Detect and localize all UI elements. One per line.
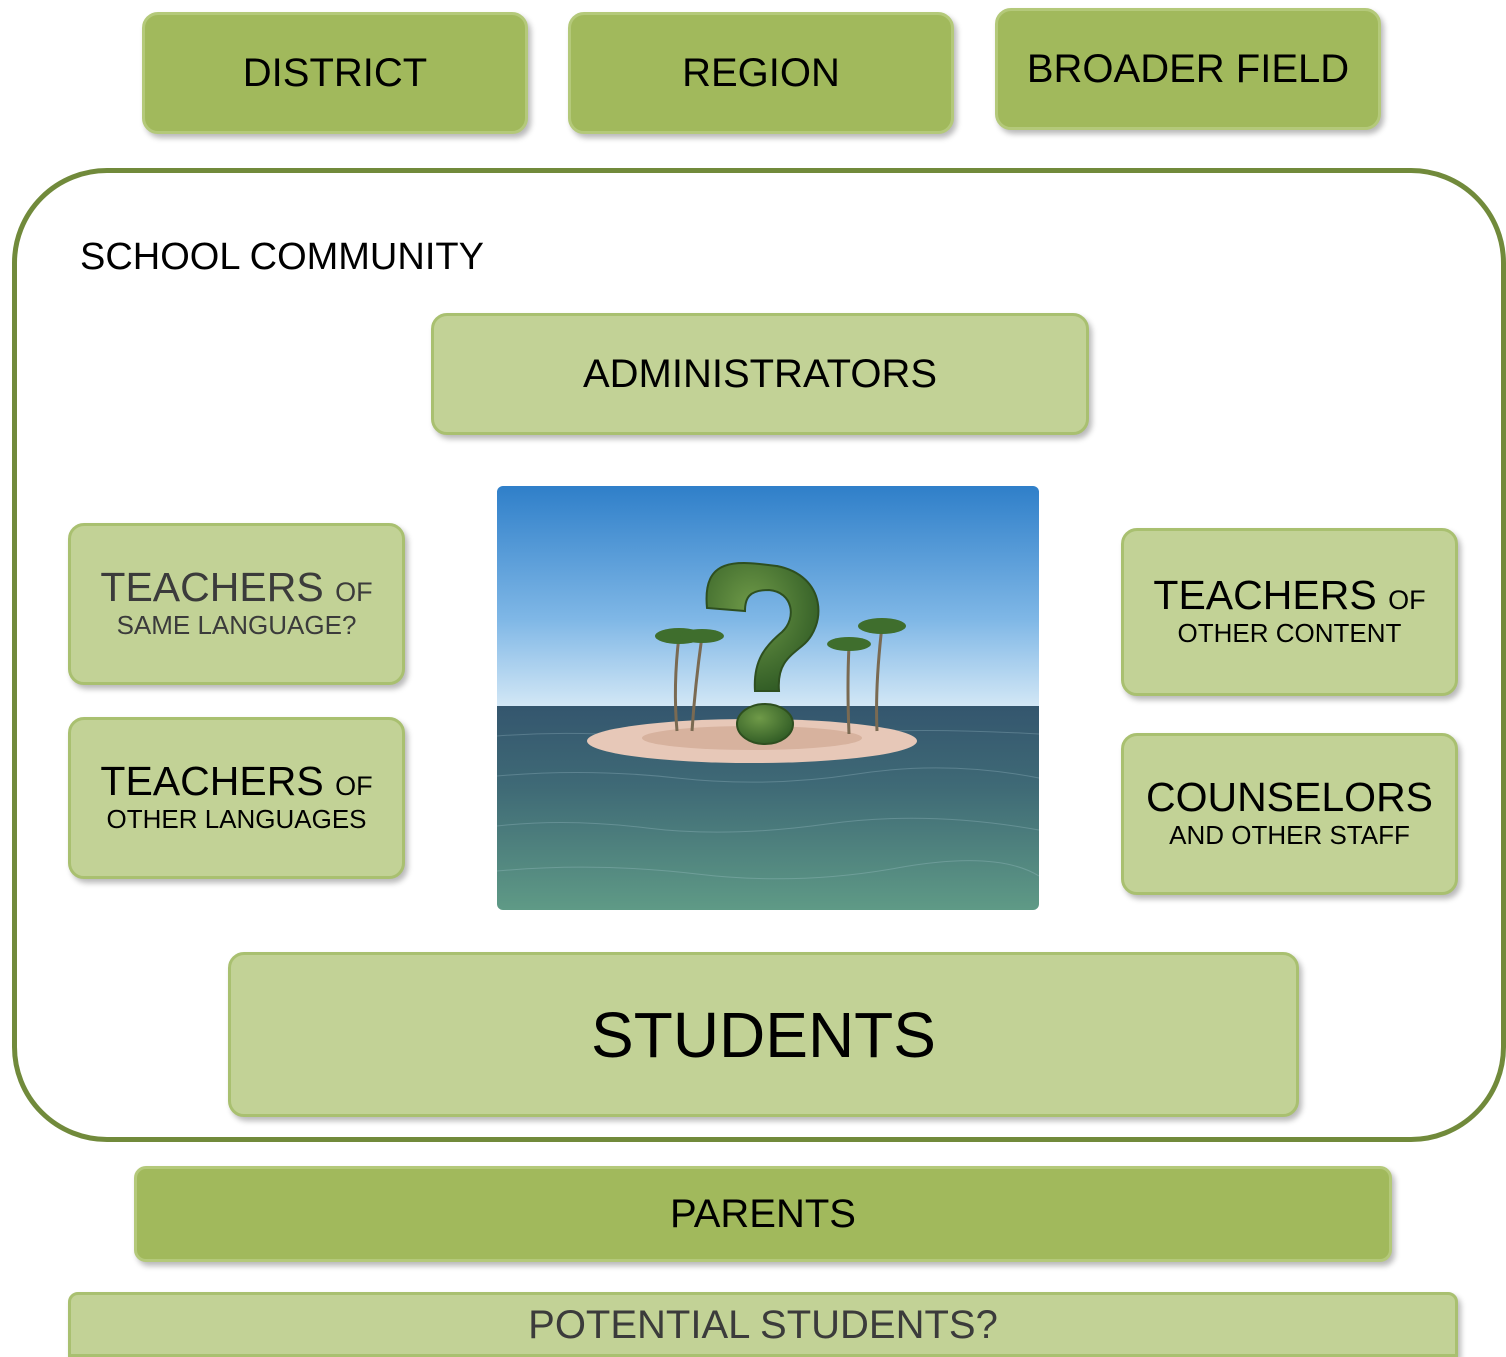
teachers-same-language-box: TEACHERS OF SAME LANGUAGE?	[68, 523, 405, 685]
teachers-other-content-title: TEACHERS OF	[1153, 571, 1426, 618]
broader-field-box: BROADER FIELD	[995, 8, 1381, 130]
teachers-other-languages-sub: OTHER LANGUAGES	[106, 803, 367, 834]
broader-field-label: BROADER FIELD	[1026, 47, 1350, 91]
school-community-label: SCHOOL COMMUNITY	[80, 236, 484, 278]
counselors-sub: AND OTHER STAFF	[1169, 819, 1410, 850]
students-box: STUDENTS	[228, 952, 1299, 1117]
teachers-other-content-box: TEACHERS OF OTHER CONTENT	[1121, 528, 1458, 696]
teachers-same-language-title-text: TEACHERS	[100, 563, 324, 610]
administrators-box: ADMINISTRATORS	[431, 313, 1089, 435]
teachers-other-languages-of: OF	[335, 770, 373, 801]
counselors-title: COUNSELORS	[1145, 773, 1434, 820]
teachers-same-language-of: OF	[335, 576, 373, 607]
question-mark-island-image	[497, 486, 1039, 910]
students-label: STUDENTS	[591, 998, 936, 1071]
teachers-other-content-of: OF	[1388, 584, 1426, 615]
teachers-other-languages-title-text: TEACHERS	[100, 757, 324, 804]
question-mark-island-icon	[497, 486, 1039, 910]
parents-box: PARENTS	[134, 1166, 1392, 1262]
counselors-box: COUNSELORS AND OTHER STAFF	[1121, 733, 1458, 895]
potential-students-box: POTENTIAL STUDENTS?	[68, 1292, 1458, 1357]
teachers-other-languages-box: TEACHERS OF OTHER LANGUAGES	[68, 717, 405, 879]
district-box: DISTRICT	[142, 12, 528, 134]
district-label: DISTRICT	[242, 51, 428, 95]
teachers-same-language-sub: SAME LANGUAGE?	[116, 609, 357, 640]
region-label: REGION	[682, 51, 840, 95]
region-box: REGION	[568, 12, 954, 134]
administrators-label: ADMINISTRATORS	[582, 352, 938, 396]
teachers-other-content-sub: OTHER CONTENT	[1177, 617, 1402, 648]
teachers-other-languages-title: TEACHERS OF	[100, 757, 373, 804]
teachers-same-language-title: TEACHERS OF	[100, 563, 373, 610]
parents-label: PARENTS	[670, 1192, 856, 1236]
teachers-other-content-title-text: TEACHERS	[1153, 571, 1377, 618]
potential-students-label: POTENTIAL STUDENTS?	[528, 1302, 998, 1347]
